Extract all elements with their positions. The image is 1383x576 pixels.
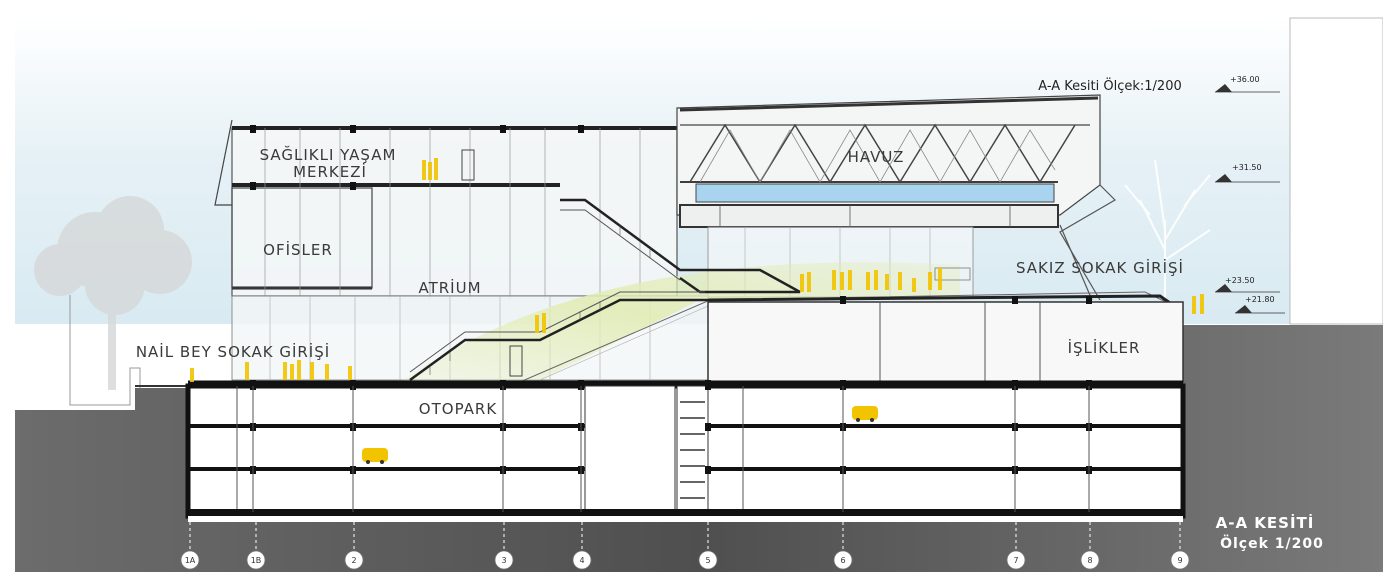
label-atrium: ATRİUM: [418, 278, 481, 297]
level-markers: +36.00 +31.50 +23.50 +21.80: [1215, 75, 1285, 314]
grid-6: 6: [840, 556, 845, 565]
tree-right: [1124, 159, 1211, 320]
grid-4: 4: [579, 556, 584, 565]
grid-axes: [189, 522, 1181, 552]
grid-2: 2: [351, 556, 356, 565]
level-31: +31.50: [1232, 163, 1262, 172]
pool-water: [695, 183, 1055, 203]
label-havuz: HAVUZ: [848, 148, 905, 166]
stair-lower: [409, 298, 710, 382]
ground: [15, 325, 1383, 572]
right-wall: [1289, 17, 1383, 325]
ramp-glow: [400, 262, 960, 382]
people-figures: [190, 158, 1204, 382]
grid-1b: 1B: [251, 556, 262, 565]
label-nail-bey-sokak: NAİL BEY SOKAK GİRİŞİ: [136, 342, 330, 361]
grid-1a: 1A: [185, 556, 196, 565]
car-icons: [362, 406, 878, 462]
level-21: +21.80: [1245, 295, 1275, 304]
tree-left: [34, 196, 192, 390]
label-saglikli-1: SAĞLIKLI YAŞAM: [260, 145, 397, 164]
stamp-title: A-A KESİTİ: [1216, 513, 1315, 532]
label-otopark: OTOPARK: [419, 400, 498, 418]
label-ofisler: OFİSLER: [263, 240, 333, 259]
grid-8: 8: [1087, 556, 1092, 565]
label-sakiz-sokak: SAKIZ SOKAK GİRİŞİ: [1016, 258, 1184, 277]
level-36: +36.00: [1230, 75, 1260, 84]
grid-3: 3: [501, 556, 506, 565]
section-title: A-A Kesiti Ölçek:1/200: [1038, 77, 1182, 94]
label-islikler: İŞLİKLER: [1068, 338, 1141, 357]
grid-bubbles: [180, 550, 1190, 570]
level-23: +23.50: [1225, 276, 1255, 285]
stamp-scale: Ölçek 1/200: [1220, 534, 1324, 552]
left-terrain-outline: [69, 295, 141, 406]
grid-9: 9: [1177, 556, 1182, 565]
building: [135, 94, 1186, 522]
label-saglikli-2: MERKEZİ: [293, 162, 367, 181]
grid-5: 5: [705, 556, 710, 565]
grid-7: 7: [1013, 556, 1018, 565]
